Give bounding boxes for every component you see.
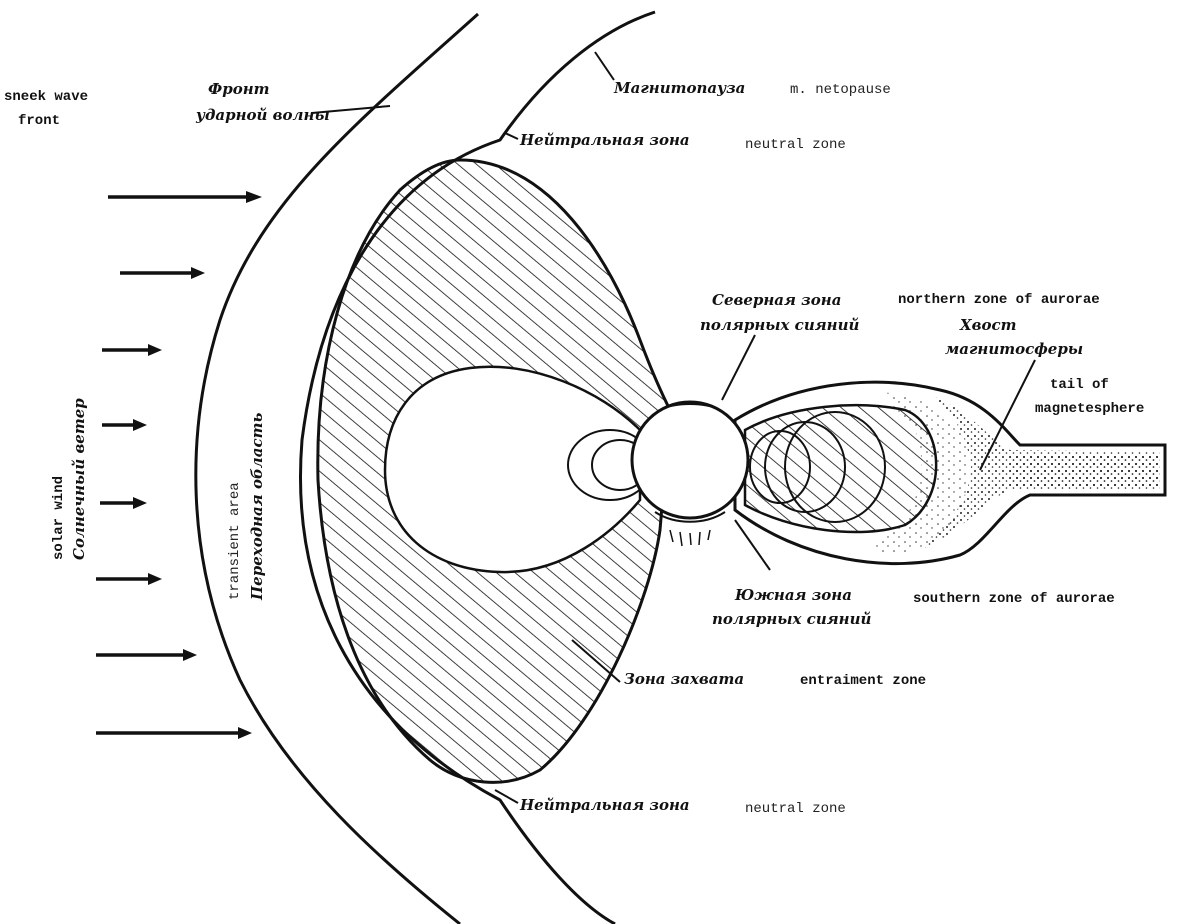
solar-wind-arrowhead <box>148 573 162 585</box>
southern-aurora-label-ru: Южная зона <box>734 586 852 604</box>
leader-neutral-top <box>505 133 518 139</box>
solar-wind-arrowhead <box>133 497 147 509</box>
solar-wind-label-ru: Солнечный ветер <box>70 398 88 560</box>
tail-label-en: magnetesphere <box>1035 401 1144 417</box>
neutral-zone-top-label-ru: Нейтральная зона <box>519 131 690 149</box>
nightside-hatched-loop <box>745 405 936 532</box>
solar-wind-arrowhead <box>148 344 162 356</box>
neutral-zone-bottom-label-ru: Нейтральная зона <box>519 796 690 814</box>
capture-zone-label-ru: Зона захвата <box>624 670 744 688</box>
magnetopause-label-en: m. netopause <box>790 82 891 98</box>
solar-wind-arrowhead <box>246 191 262 203</box>
leader-magnetopause <box>595 52 614 80</box>
shock-front-label-ru: Фронт <box>208 80 270 98</box>
leader-neutral-bottom <box>495 790 518 803</box>
solar-wind-label-en: solar wind <box>51 476 67 560</box>
solar-wind-arrowhead <box>191 267 205 279</box>
northern-aurora-label-en: northern zone of aurorae <box>898 292 1100 308</box>
shock-front-label-en: sneek wave <box>4 89 88 105</box>
leader-northern-aurora <box>722 335 755 400</box>
northern-aurora-label-ru: полярных сияний <box>700 316 859 334</box>
solar-wind-arrowhead <box>133 419 147 431</box>
south-aurora-fringe <box>670 530 710 546</box>
solar-wind-arrowhead <box>238 727 252 739</box>
shock-front-label-en: front <box>18 113 60 129</box>
tail-dense-core <box>1010 455 1160 487</box>
shock-front-label-ru: ударной волны <box>195 106 330 124</box>
tail-label-ru: магнитосферы <box>945 340 1083 358</box>
southern-aurora-label-ru: полярных сияний <box>712 610 871 628</box>
tail-label-ru: Хвост <box>959 316 1017 334</box>
tail-label-en: tail of <box>1050 377 1109 393</box>
magnetopause-label-ru: Магнитопауза <box>613 79 745 97</box>
transient-area-label-ru: Переходная область <box>248 413 266 601</box>
capture-zone-label-en: entraiment zone <box>800 673 926 689</box>
transient-area-label-en: transient area <box>227 482 243 600</box>
solar-wind-arrowhead <box>183 649 197 661</box>
northern-aurora-label-ru: Северная зона <box>712 291 841 309</box>
neutral-zone-bottom-label-en: neutral zone <box>745 801 846 817</box>
neutral-zone-top-label-en: neutral zone <box>745 137 846 153</box>
solar-wind-arrows <box>96 191 262 739</box>
earth <box>632 402 748 518</box>
southern-aurora-label-en: southern zone of aurorae <box>913 591 1115 607</box>
